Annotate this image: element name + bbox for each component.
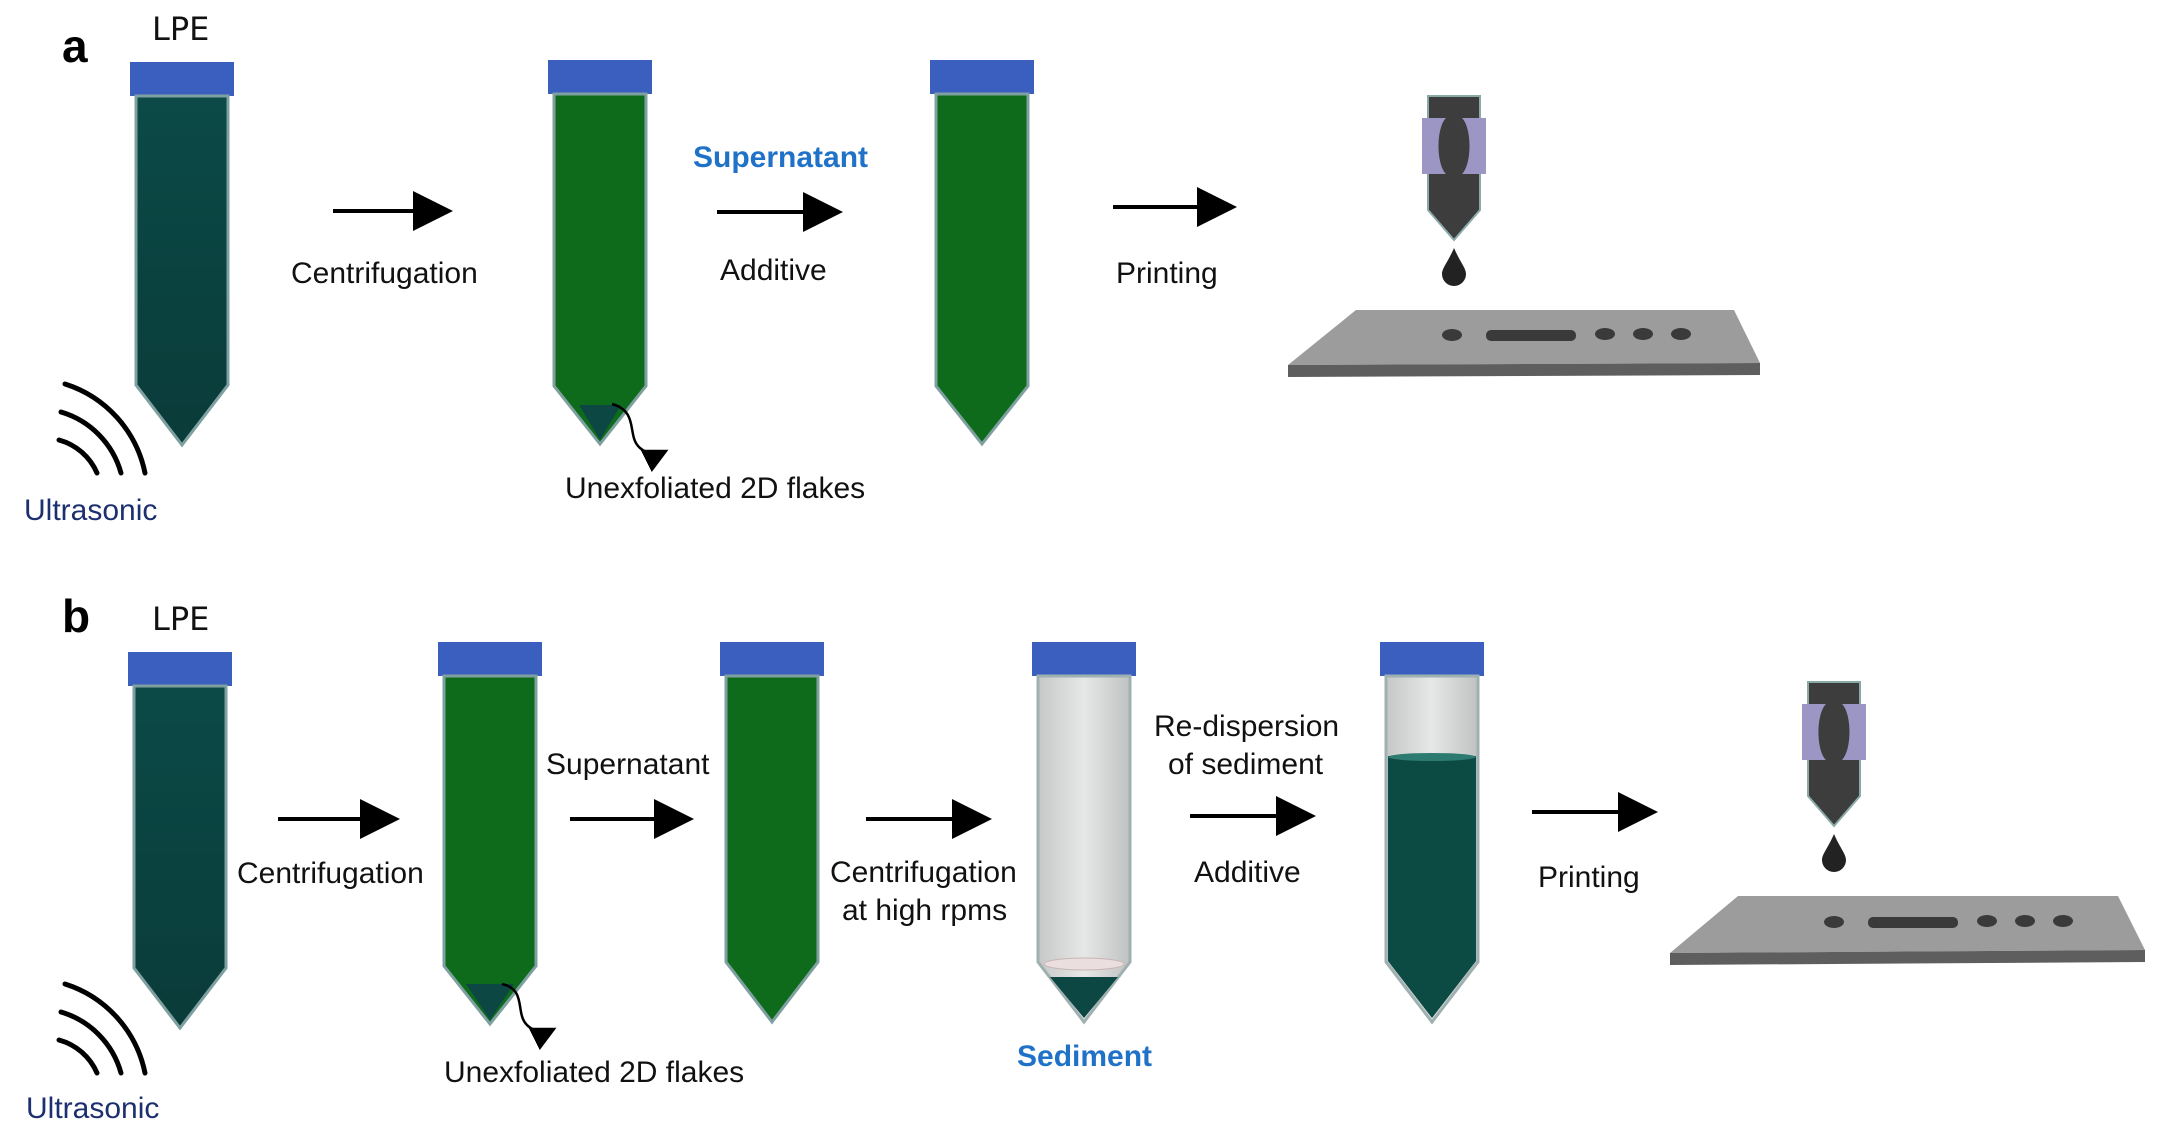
tube-a3-ink	[930, 60, 1034, 447]
tube-b4-sediment	[1032, 642, 1136, 1025]
unexfoliated-pointer-b	[501, 982, 557, 1051]
ultrasonic-waves-icon-b	[56, 981, 148, 1076]
panel-a-printing-label: Printing	[1116, 257, 1218, 290]
panel-b-high-rpm-line2: at high rpms	[842, 894, 1007, 927]
printed-line-icon-a	[1486, 330, 1576, 341]
unexfoliated-pointer-a	[611, 402, 669, 473]
tube-b2-cap	[438, 642, 542, 676]
piezo-left-icon-a	[1422, 118, 1446, 174]
ink-droplet-icon-b	[1822, 834, 1846, 872]
inkjet-printer-a	[1288, 95, 1760, 377]
panel-b-redispersion-line2: of sediment	[1168, 748, 1324, 781]
panel-b-letter: b	[62, 590, 90, 642]
tube-b1-body	[132, 684, 228, 1031]
tube-b2-sediment	[466, 984, 514, 1020]
tube-b3-body	[724, 674, 820, 1025]
panel-b-sediment-label: Sediment	[1017, 1040, 1152, 1073]
panel-a-supernatant-label: Supernatant	[693, 141, 868, 174]
tube-b4-cap	[1032, 642, 1136, 676]
printed-dot-icon-b3	[2015, 915, 2035, 927]
panel-b-printing-label: Printing	[1538, 861, 1640, 894]
tube-b2-body	[442, 674, 538, 1027]
panel-a-lpe-label: LPE	[152, 10, 209, 48]
printed-dot-icon-b1	[1824, 916, 1844, 928]
printed-dot-icon-b2	[1977, 915, 1997, 927]
panel-b-high-rpm-line1: Centrifugation	[830, 856, 1017, 889]
piezo-right-icon-b	[1842, 704, 1866, 760]
tube-b4-body	[1036, 674, 1132, 1025]
tube-a1-lpe-dispersion	[130, 62, 234, 448]
tube-b3-cap	[720, 642, 824, 676]
printed-dot-icon-a1	[1442, 329, 1462, 341]
tube-b4-pellet	[1050, 977, 1118, 1018]
printed-dot-icon-a2	[1595, 328, 1615, 340]
printed-dot-icon-b4	[2053, 915, 2073, 927]
tube-a1-cap	[130, 62, 234, 96]
tube-b5-surface	[1388, 753, 1476, 761]
panel-b-unexfoliated-label: Unexfoliated 2D flakes	[444, 1056, 744, 1089]
tube-b5-redispersed-ink	[1380, 642, 1484, 1025]
panel-a-ultrasonic-label: Ultrasonic	[24, 494, 157, 527]
tube-b1-cap	[128, 652, 232, 686]
tube-a3-body	[934, 92, 1030, 447]
print-nozzle-icon-b	[1807, 681, 1861, 828]
substrate-front-b	[1670, 950, 2145, 965]
panel-a-letter: a	[62, 20, 88, 72]
panel-b-redispersion-line1: Re-dispersion	[1154, 710, 1339, 743]
inkjet-printer-b	[1670, 681, 2145, 965]
tube-a1-body	[134, 94, 230, 448]
tube-a2-centrifuged	[548, 60, 652, 447]
tube-a2-cap	[548, 60, 652, 94]
tube-a2-body	[552, 92, 648, 447]
tube-b5-cap	[1380, 642, 1484, 676]
ultrasonic-waves-icon-a	[56, 381, 148, 476]
tube-b5-ink	[1388, 756, 1476, 1018]
tube-a2-sediment	[579, 405, 621, 440]
panel-a-additive-label: Additive	[720, 254, 827, 287]
ink-droplet-icon-a	[1442, 248, 1466, 286]
tube-b1-lpe-dispersion	[128, 652, 232, 1031]
tube-b2-centrifuged	[438, 642, 542, 1027]
tube-b4-meniscus	[1043, 957, 1125, 971]
printed-dot-icon-a3	[1633, 328, 1653, 340]
panel-b-lpe-label: LPE	[152, 600, 209, 638]
panel-a-centrifugation-label: Centrifugation	[291, 257, 478, 290]
panel-b-supernatant-label: Supernatant	[546, 748, 710, 781]
panel-a-unexfoliated-label: Unexfoliated 2D flakes	[565, 472, 865, 505]
panel-b-additive-label: Additive	[1194, 856, 1301, 889]
print-nozzle-icon-a	[1427, 95, 1481, 242]
printed-line-icon-b	[1868, 917, 1958, 928]
piezo-right-icon-a	[1462, 118, 1486, 174]
panel-b-centrifugation-label: Centrifugation	[237, 857, 424, 890]
substrate-front-a	[1288, 363, 1760, 377]
printed-dot-icon-a4	[1671, 328, 1691, 340]
tube-a3-cap	[930, 60, 1034, 94]
tube-b3-supernatant	[720, 642, 824, 1025]
panel-b-ultrasonic-label: Ultrasonic	[26, 1092, 159, 1125]
piezo-left-icon-b	[1802, 704, 1826, 760]
